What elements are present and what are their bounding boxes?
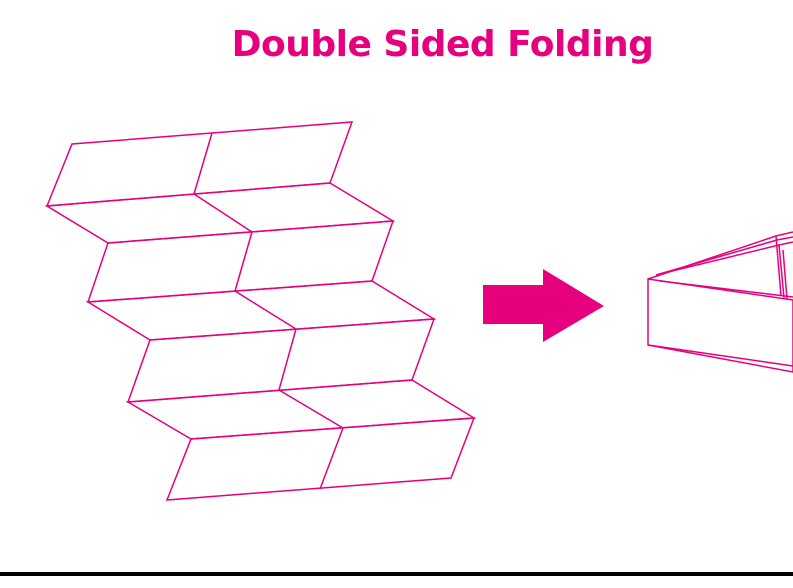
booklet-spine-3 — [782, 249, 788, 300]
unfolded-zigzag-sheet — [44, 121, 477, 501]
arrow-right-icon — [483, 269, 604, 342]
bottom-rule — [0, 572, 793, 576]
fold-line-row-3 — [278, 328, 297, 391]
fold-line-row-2 — [234, 231, 253, 292]
fold-line-connector-2 — [234, 290, 297, 330]
booklet-spine-2 — [778, 244, 785, 299]
fold-line-row-1 — [193, 132, 213, 195]
page-title: Double Sided Folding — [231, 24, 654, 65]
booklet-inner-edge — [659, 280, 793, 298]
booklet-page-3 — [663, 241, 793, 274]
fold-line-row-4 — [319, 427, 344, 490]
booklet-spine-top — [775, 235, 782, 297]
fold-line-connector-3 — [278, 389, 344, 429]
panel-row-2 — [86, 220, 395, 303]
booklet-bottom-edge — [647, 344, 793, 367]
booklet-front-face — [647, 278, 793, 373]
folded-booklet — [647, 231, 793, 373]
fold-line-connector-1 — [193, 193, 253, 233]
panel-row-4 — [165, 417, 476, 501]
